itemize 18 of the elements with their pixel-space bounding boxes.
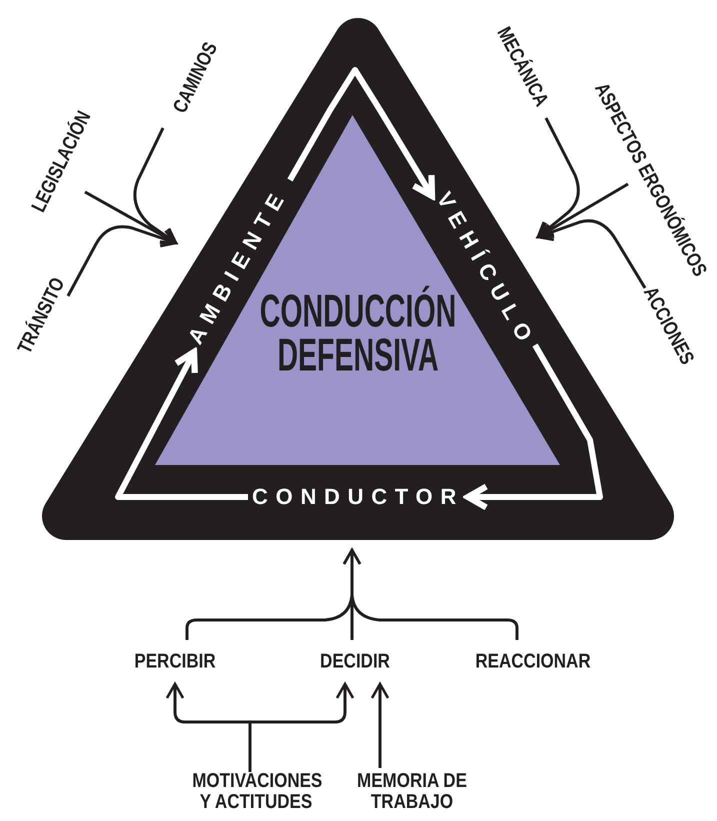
arrow: [248, 682, 354, 772]
arrow: [536, 182, 629, 238]
inner-triangle: [155, 115, 560, 465]
arrow: [370, 682, 390, 768]
label-text: DECIDIR: [320, 652, 390, 672]
label-text: PERCIBIR: [134, 652, 216, 672]
cycle-arrow: [115, 348, 248, 500]
label-text: MOTIVACIONES Y ACTITUDES: [192, 771, 320, 813]
arrow: [133, 127, 178, 244]
label-text: MEMORIA DE TRABAJO: [354, 771, 470, 813]
band-label: CONDUCTOR: [252, 486, 464, 508]
arrow: [536, 219, 646, 289]
arrow: [66, 225, 178, 297]
label-text: REACCIONAR: [475, 652, 591, 672]
arrow: [84, 190, 178, 244]
arrow: [536, 117, 580, 238]
cycle-arrow: [287, 67, 436, 200]
cycle-arrow: [464, 344, 603, 511]
